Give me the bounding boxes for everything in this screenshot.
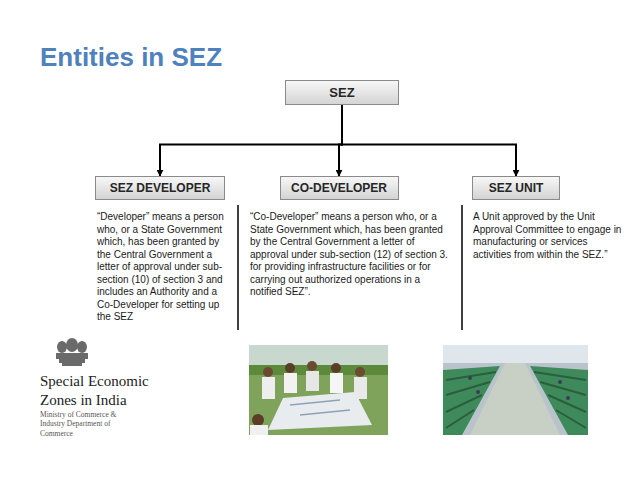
entity-box: SEZ UNIT [472, 176, 560, 200]
tree-connector [342, 105, 516, 176]
box-label: SEZ [296, 85, 388, 100]
entity-box: SEZ DEVELOPER [95, 176, 225, 200]
column-separator [237, 205, 239, 330]
entity-box: CO-DEVELOPER [280, 176, 399, 200]
factory-photo [443, 345, 588, 435]
box-label: CO-DEVELOPER [291, 181, 388, 195]
box-label: SEZ DEVELOPER [106, 181, 214, 195]
definition-text: A Unit approved by the Unit Approval Com… [473, 211, 625, 261]
definition-text: “Developer” means a person who, or a Sta… [97, 211, 231, 324]
column-separator [461, 205, 463, 330]
logo-title: Special Economic Zones in India [40, 372, 175, 410]
root-box: SEZ [285, 80, 399, 105]
page-title: Entities in SEZ [40, 42, 222, 73]
box-label: SEZ UNIT [483, 181, 549, 195]
tree-connector [160, 105, 342, 176]
definition-text: “Co-Developer” means a person who, or a … [250, 211, 448, 299]
field-photo [249, 345, 388, 435]
logo-subtitle: Ministry of Commerce & Industry Departme… [40, 410, 140, 438]
national-emblem [56, 338, 88, 366]
